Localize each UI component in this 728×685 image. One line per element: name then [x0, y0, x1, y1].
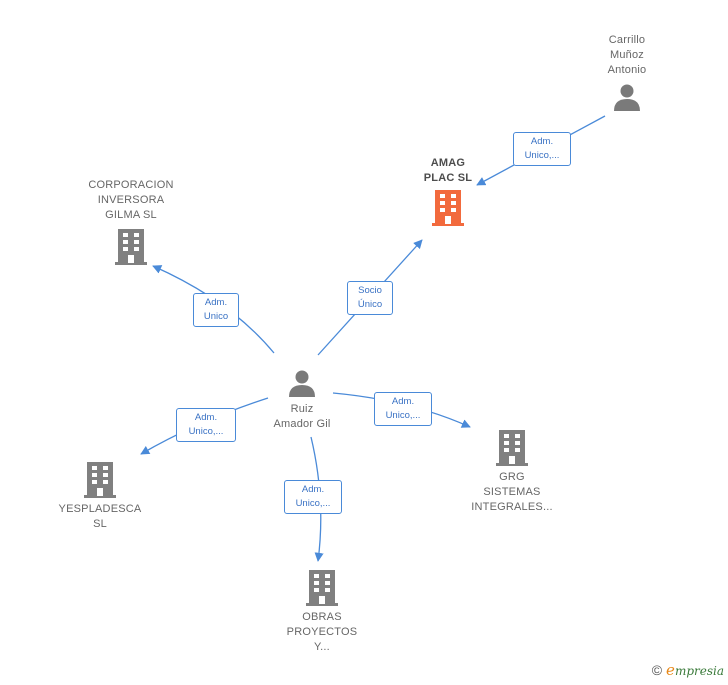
- edge-badge-ruiz-corporacion[interactable]: Adm. Unico: [193, 293, 239, 327]
- node-label: AMAG PLAC SL: [423, 157, 473, 184]
- node-label: GRG SISTEMAS INTEGRALES...: [471, 471, 553, 513]
- brand-name: mpresia: [674, 664, 724, 678]
- edge-badge-carrillo-amag[interactable]: Adm. Unico,...: [513, 132, 571, 166]
- edge-badge-ruiz-obras[interactable]: Adm. Unico,...: [284, 480, 342, 514]
- copyright-icon: ©: [651, 662, 663, 678]
- footer-brand: ©empresia: [652, 661, 724, 679]
- building-icon: [432, 190, 464, 226]
- node-yespladesca[interactable]: YESPLADESCA SL: [52, 462, 148, 532]
- building-icon: [84, 462, 116, 498]
- brand-initial: e: [666, 661, 675, 679]
- edge-badge-ruiz-yespladesca[interactable]: Adm. Unico,...: [176, 408, 236, 442]
- edge-badge-ruiz-grg[interactable]: Adm. Unico,...: [374, 392, 432, 426]
- building-icon: [115, 229, 147, 265]
- building-icon: [306, 570, 338, 606]
- person-icon: [614, 84, 640, 111]
- node-label: OBRAS PROYECTOS Y...: [286, 611, 358, 653]
- edge-badge-ruiz-amag[interactable]: Socio Único: [347, 281, 393, 315]
- node-carrillo[interactable]: Carrillo Muñoz Antonio: [590, 33, 664, 112]
- node-label: YESPLADESCA SL: [58, 503, 142, 530]
- node-corporacion[interactable]: CORPORACION INVERSORA GILMA SL: [78, 178, 184, 265]
- building-icon: [496, 430, 528, 466]
- node-ruiz[interactable]: Ruiz Amador Gil: [262, 368, 342, 432]
- node-label: CORPORACION INVERSORA GILMA SL: [88, 179, 174, 221]
- person-icon: [289, 370, 315, 397]
- node-grg[interactable]: GRG SISTEMAS INTEGRALES...: [462, 430, 562, 515]
- node-amag[interactable]: AMAG PLAC SL: [408, 156, 488, 226]
- node-label: Ruiz Amador Gil: [273, 403, 331, 430]
- node-label: Carrillo Muñoz Antonio: [607, 34, 647, 76]
- node-obras[interactable]: OBRAS PROYECTOS Y...: [276, 570, 368, 655]
